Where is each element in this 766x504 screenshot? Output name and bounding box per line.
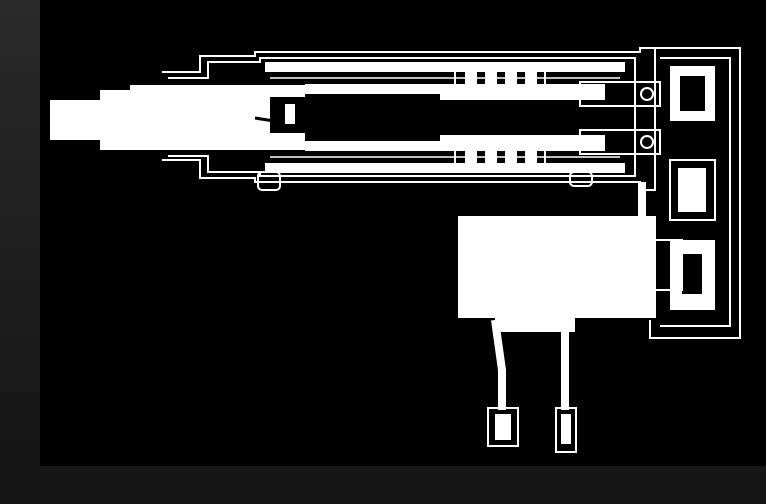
connector-left	[487, 407, 519, 447]
connector-right	[555, 407, 577, 453]
motor-body	[458, 182, 683, 332]
nut-assembly-lower	[454, 146, 546, 172]
cable-left	[491, 319, 506, 410]
nut-assembly-upper	[454, 63, 546, 89]
end-housing	[579, 81, 661, 155]
actuator-drawing	[50, 47, 741, 453]
mount-feet	[257, 171, 593, 191]
cylinder-tube	[162, 47, 656, 191]
piston-rod	[130, 85, 305, 150]
belt-pulley-housing	[649, 47, 741, 339]
diagram-panel	[40, 0, 766, 466]
ball-screw	[305, 84, 605, 151]
